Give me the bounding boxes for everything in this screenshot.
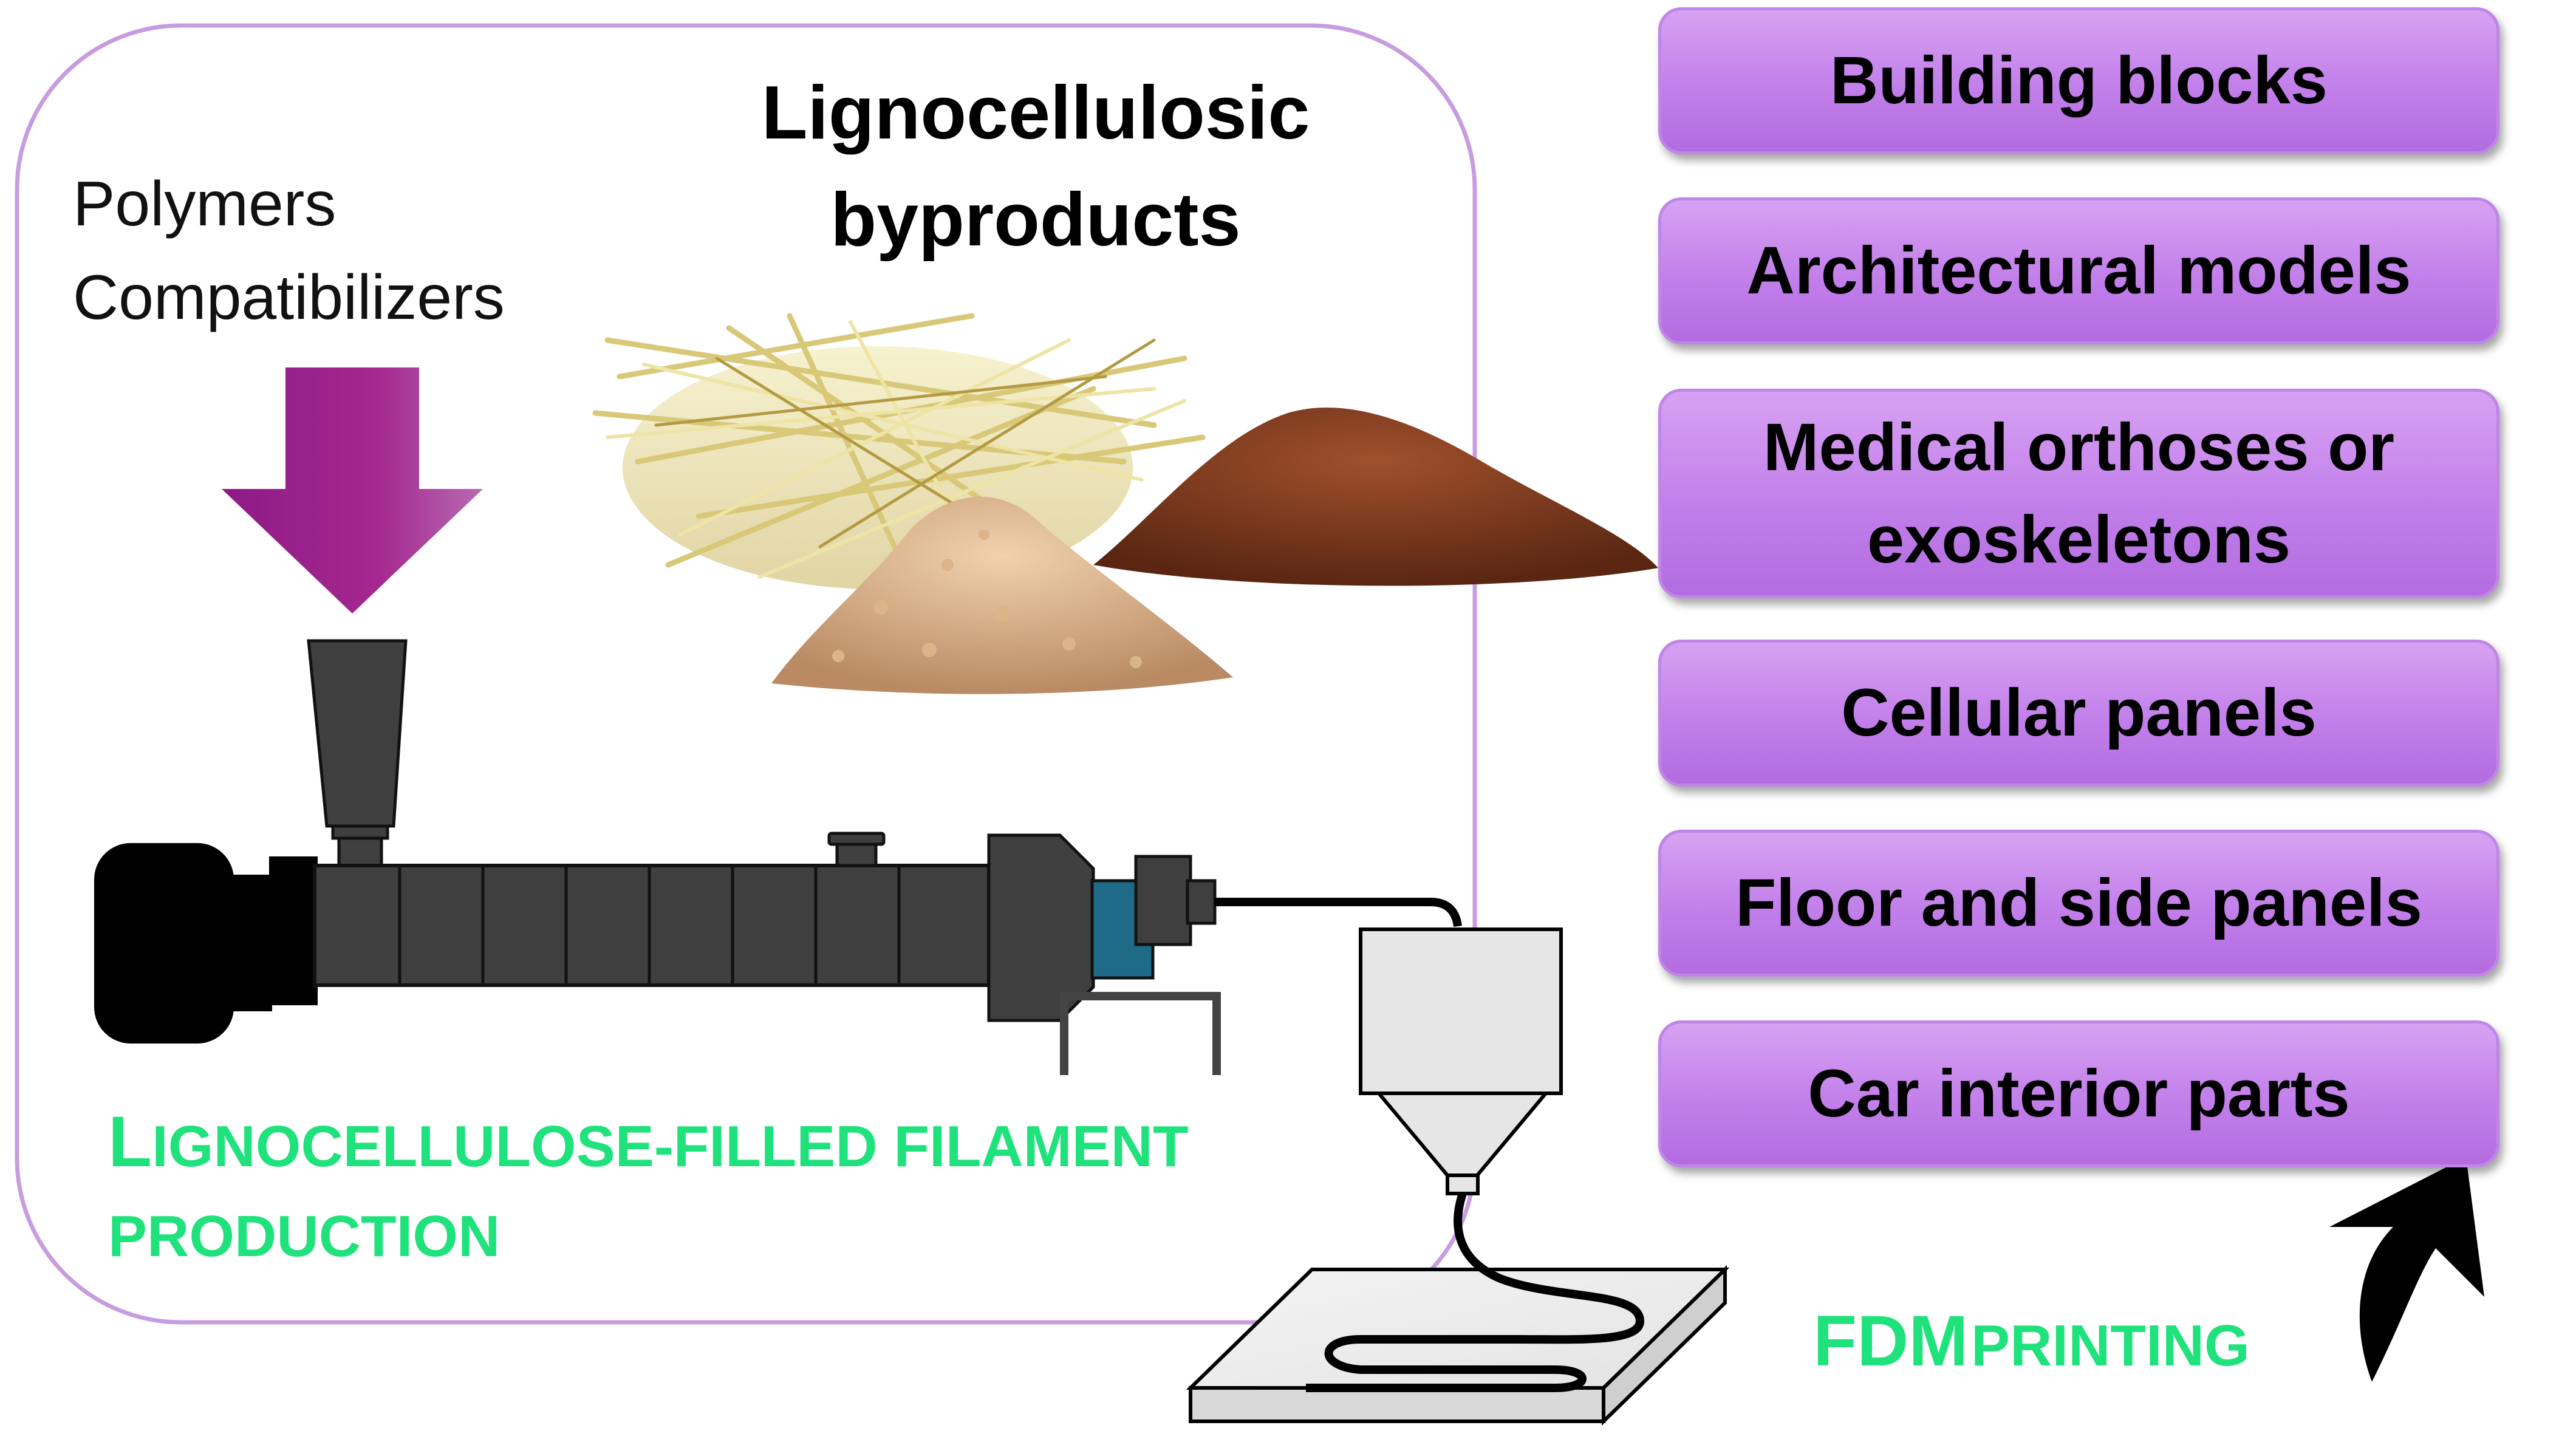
production-line2: PRODUCTION bbox=[108, 1204, 501, 1269]
byproducts-title: Lignocellulosic byproducts bbox=[717, 60, 1355, 273]
application-label: Medical orthoses or exoskeletons bbox=[1763, 409, 2395, 577]
application-architectural-models: Architectural models bbox=[1658, 197, 2499, 344]
printing-label: FDM PRINTING bbox=[1813, 1300, 2250, 1382]
inputs-line-compatibilizers: Compatibilizers bbox=[73, 262, 505, 333]
byproducts-line1: Lignocellulosic bbox=[761, 71, 1310, 155]
printing-rest: PRINTING bbox=[1971, 1313, 2250, 1378]
coffee-powder-pile-icon bbox=[1093, 408, 1658, 586]
application-label: Floor and side panels bbox=[1735, 866, 2422, 941]
sawdust-texture bbox=[832, 529, 1142, 668]
application-floor-side-panels: Floor and side panels bbox=[1658, 830, 2499, 977]
inputs-label: Polymers Compatibilizers bbox=[73, 158, 505, 345]
application-label: Car interior parts bbox=[1808, 1056, 2350, 1132]
application-car-interior-parts: Car interior parts bbox=[1658, 1020, 2499, 1167]
extruder-hopper bbox=[307, 639, 408, 828]
extruder-icon bbox=[94, 639, 1221, 1075]
production-cap-letter: L bbox=[108, 1102, 152, 1182]
extruder-barrel bbox=[313, 864, 991, 987]
print-head-icon bbox=[1359, 927, 1563, 1195]
extruder-motor bbox=[94, 843, 234, 1044]
extruder-die bbox=[987, 833, 1095, 1022]
down-arrow-icon bbox=[222, 367, 483, 613]
sawdust-pile-icon bbox=[771, 496, 1233, 694]
printing-abbr: FDM bbox=[1813, 1301, 1969, 1381]
application-building-blocks: Building blocks bbox=[1658, 7, 2499, 154]
application-medical-orthoses: Medical orthoses or exoskeletons bbox=[1658, 389, 2499, 598]
application-label: Building blocks bbox=[1830, 43, 2328, 118]
printed-filament-path bbox=[1306, 1192, 1645, 1392]
application-cellular-panels: Cellular panels bbox=[1658, 640, 2499, 787]
inputs-line-polymers: Polymers bbox=[73, 169, 337, 239]
filament-line-icon bbox=[1215, 898, 1462, 927]
curved-arrow-icon bbox=[2329, 1157, 2484, 1382]
application-label: Architectural models bbox=[1746, 233, 2411, 309]
production-line1-rest: IGNOCELLULOSE-FILLED FILAMENT bbox=[152, 1114, 1189, 1179]
extruder-coupling bbox=[233, 875, 272, 1011]
production-label: LIGNOCELLULOSE-FILLED FILAMENT PRODUCTIO… bbox=[108, 1090, 1189, 1279]
application-label: Cellular panels bbox=[1841, 675, 2317, 751]
byproducts-line2: byproducts bbox=[830, 178, 1241, 262]
